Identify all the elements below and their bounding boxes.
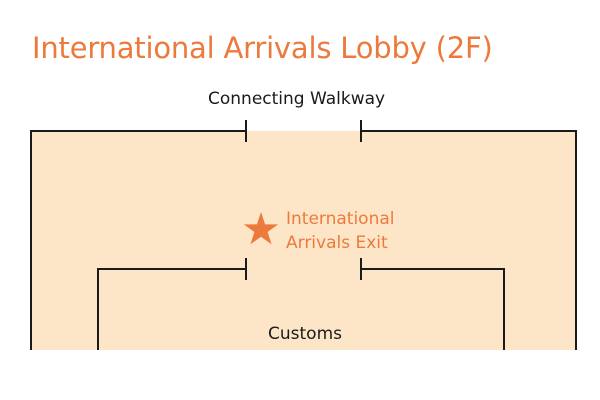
customs-wall-right (361, 268, 505, 350)
page-title: International Arrivals Lobby (2F) (32, 31, 493, 65)
lobby-wall-right (361, 130, 577, 350)
connecting-walkway-label: Connecting Walkway (208, 89, 386, 109)
star-icon (243, 212, 279, 245)
customs-wall-left (97, 268, 246, 350)
exit-label-line-2: Arrivals Exit (286, 233, 388, 253)
customs-label: Customs (268, 324, 342, 344)
international-arrivals-exit-label: International Arrivals Exit (286, 207, 395, 255)
exit-label-line-1: International (286, 209, 395, 229)
lobby-wall-left (30, 130, 246, 350)
lobby-floor (31, 131, 576, 350)
